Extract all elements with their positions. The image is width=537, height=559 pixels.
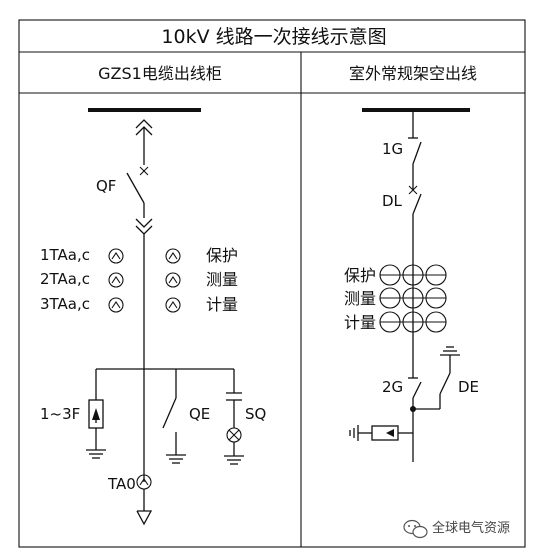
disconnector-1g-symbol (408, 110, 422, 190)
indicator-sq-symbol (224, 369, 244, 465)
breaker-qf-label: QF (96, 177, 116, 195)
earth-switch-qe-label: QE (189, 405, 210, 423)
plug-contact-top (135, 119, 153, 165)
earth-switch-de-label: DE (458, 378, 479, 396)
zero-sequence-ct-label: TA0 (107, 475, 136, 493)
watermark: 全球电气资源 (403, 519, 510, 539)
diagram-title: 10kV 线路一次接线示意图 (161, 26, 386, 48)
breaker-dl-label: DL (382, 192, 403, 210)
surge-arrester-symbol (86, 369, 106, 459)
arrester-label: 1~3F (40, 405, 80, 423)
diagram-frame (18, 19, 526, 548)
earth-switch-de-symbol (439, 346, 460, 409)
ct-label-3: 3TAa,c (40, 295, 90, 313)
right-ct-function-protection: 保护 (344, 266, 376, 285)
cable-termination-symbol (136, 489, 153, 526)
right-ct-function-metering: 计量 (344, 313, 376, 332)
indicator-sq-label: SQ (245, 405, 266, 423)
left-panel-diagram: QF 1TAa,c 2TAa,c 3TAa,c (40, 108, 266, 526)
ct-symbols-left (108, 248, 124, 313)
ct-symbols-right (165, 248, 181, 313)
ct-function-protection: 保护 (206, 246, 238, 265)
ct-function-measurement: 测量 (206, 270, 238, 289)
watermark-text: 全球电气资源 (432, 520, 510, 536)
disconnector-2g-label: 2G (382, 378, 403, 396)
breaker-dl-symbol (408, 185, 422, 215)
right-arrester-symbol (349, 425, 413, 441)
breaker-qf-symbol (126, 166, 149, 218)
plug-contact-bottom (135, 218, 153, 235)
disconnector-2g-symbol (408, 377, 440, 462)
earth-switch-qe-symbol (162, 369, 186, 464)
left-panel-title: GZS1电缆出线柜 (98, 64, 222, 83)
right-panel-title: 室外常规架空出线 (349, 64, 477, 83)
right-ct-function-measurement: 测量 (344, 289, 376, 308)
ct-label-2: 2TAa,c (40, 270, 90, 288)
disconnector-1g-label: 1G (382, 140, 403, 158)
ct-label-1: 1TAa,c (40, 246, 90, 264)
wechat-icon (403, 519, 428, 539)
ct-function-metering: 计量 (206, 295, 238, 314)
right-panel-diagram: 1G DL 保护 测量 计量 (344, 108, 479, 462)
ct-grid-right (379, 264, 447, 333)
